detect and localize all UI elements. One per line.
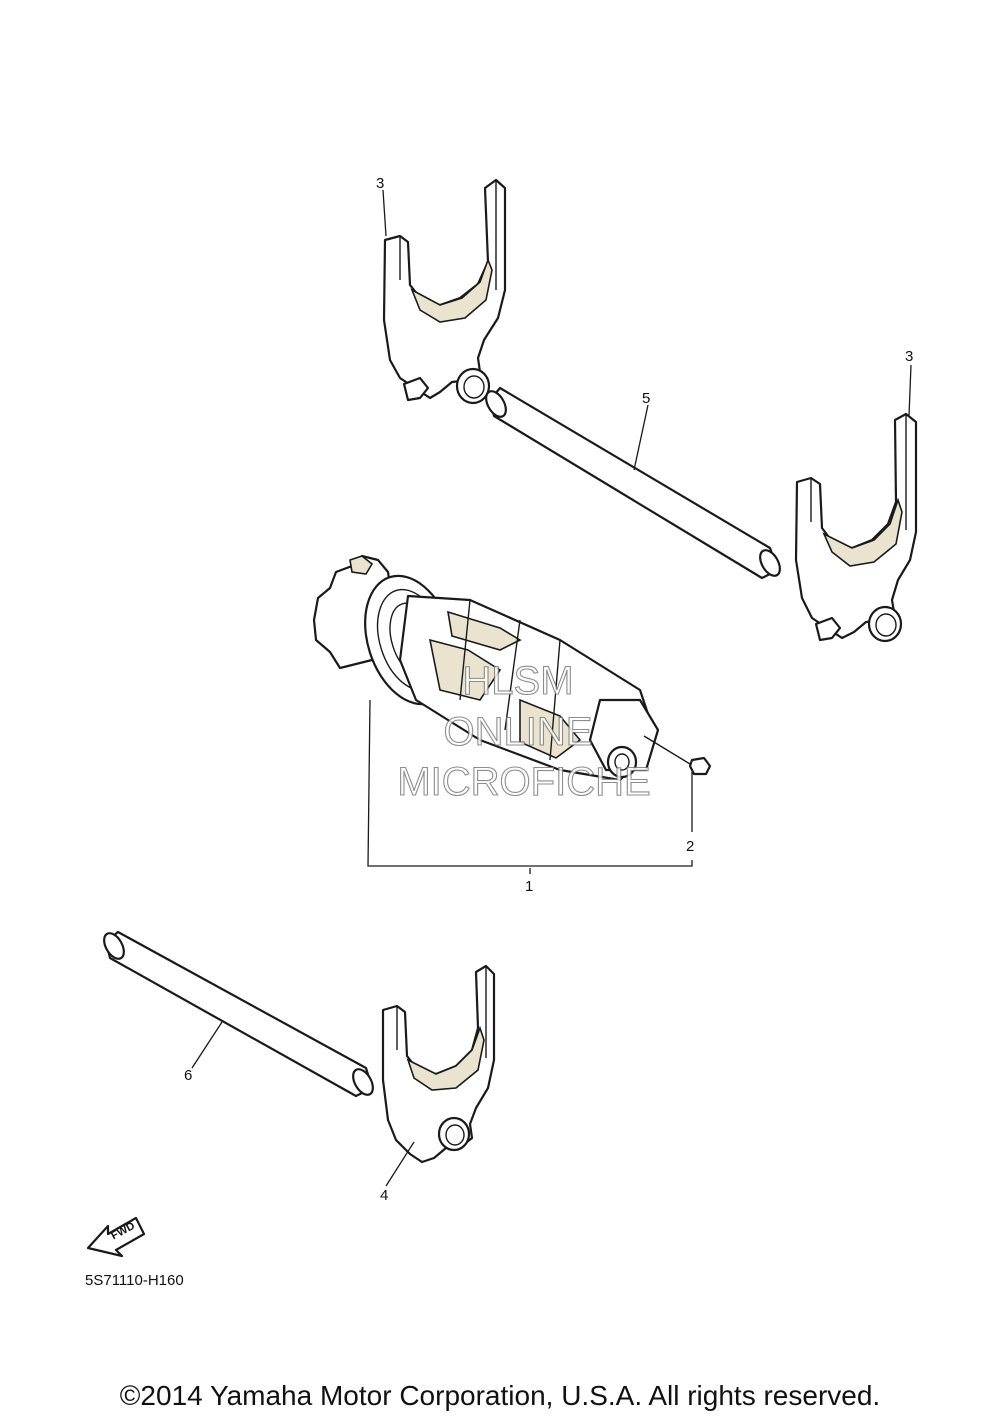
shift-fork-upper-left — [382, 178, 507, 405]
callout-4: 4 — [380, 1187, 388, 1204]
diagram-code: 5S71110-H160 — [85, 1272, 184, 1289]
leader-lines — [191, 189, 912, 1187]
callout-3-upper-left: 3 — [376, 175, 384, 192]
screw-part — [643, 735, 712, 776]
copyright-notice: ©2014 Yamaha Motor Corporation, U.S.A. A… — [119, 1380, 881, 1411]
shift-drum-assembly — [312, 554, 660, 782]
watermark: HLSM ONLINE MICROFICHE — [397, 658, 651, 804]
shift-fork-lower — [381, 964, 496, 1164]
callout-5: 5 — [642, 390, 650, 407]
shift-fork-upper-right — [794, 412, 918, 643]
fork-guide-bar-upper — [485, 386, 781, 580]
watermark-line-3: MICROFICHE — [397, 760, 650, 804]
callout-1: 1 — [525, 878, 533, 895]
callout-2: 2 — [686, 838, 694, 855]
fork-guide-bar-lower — [103, 930, 374, 1098]
callout-6: 6 — [184, 1067, 192, 1084]
callout-3-upper-right: 3 — [905, 348, 913, 365]
watermark-line-2: ONLINE — [444, 710, 593, 754]
fwd-arrow-icon: FWD — [86, 1216, 146, 1258]
callout-labels: 3 3 5 2 1 6 4 — [184, 175, 913, 1204]
watermark-line-1: HLSM — [462, 659, 573, 703]
